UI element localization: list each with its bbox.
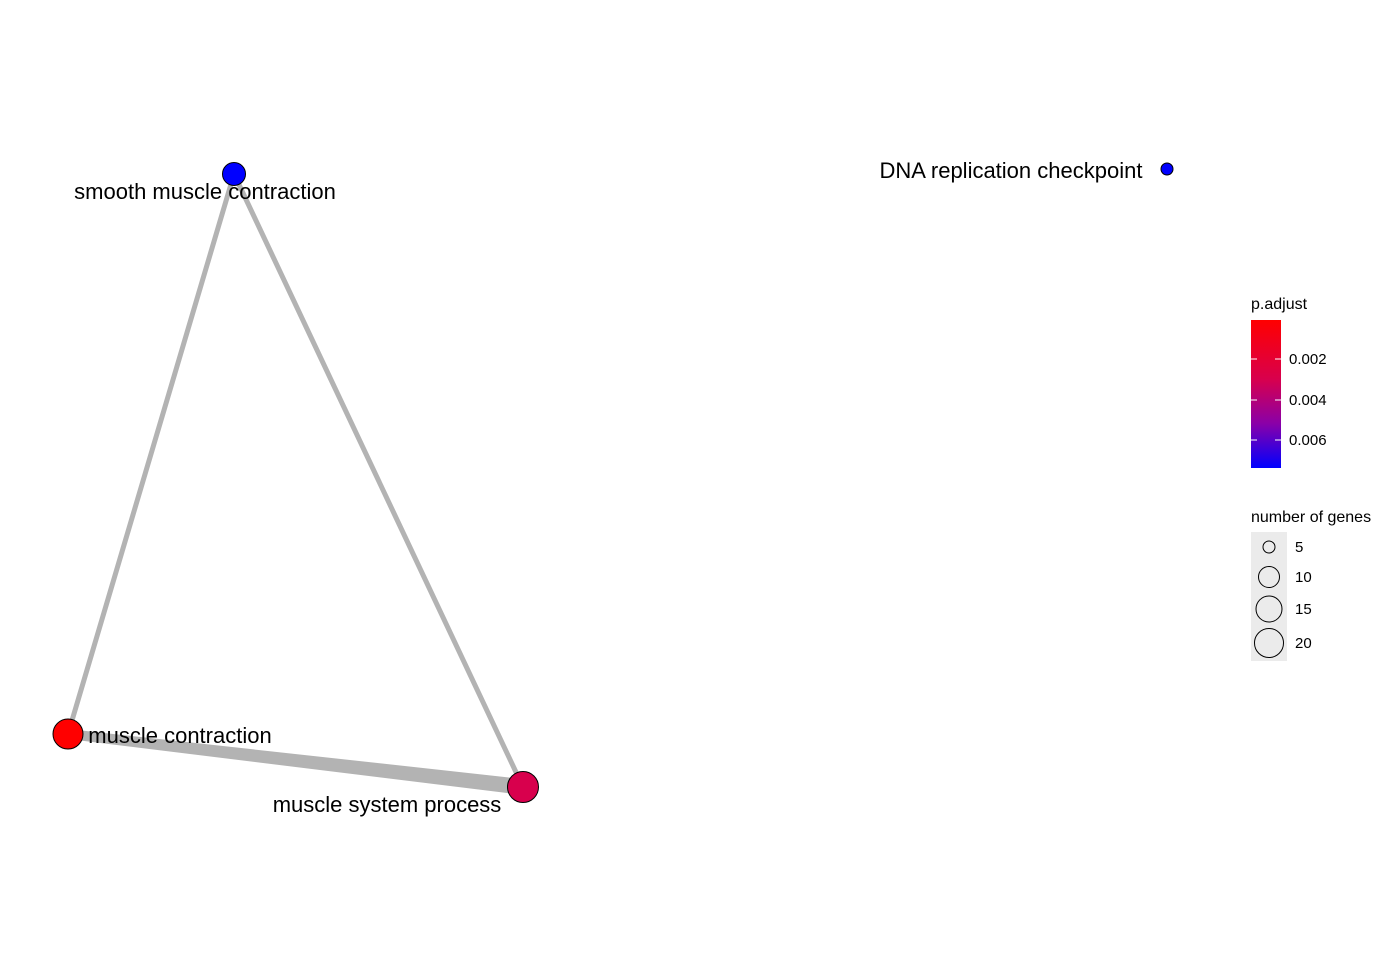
node-muscle-system-process[interactable] [507, 771, 539, 803]
p-adjust-colorbar [1251, 320, 1281, 468]
node-label-dna-replication-checkpoint: DNA replication checkpoint [880, 158, 1143, 183]
node-label-muscle-contraction: muscle contraction [88, 723, 271, 748]
nodes-layer [52, 162, 1174, 803]
size-key-label: 15 [1295, 601, 1312, 618]
edge-muscle-contraction-to-muscle-system-process [68, 729, 523, 795]
p-adjust-legend: p.adjust 0.002 0.004 0.006 [1251, 296, 1327, 468]
size-key-label: 10 [1295, 569, 1312, 586]
size-key-label: 5 [1295, 539, 1303, 556]
size-key-circle [1255, 595, 1283, 623]
size-key-circle [1254, 628, 1284, 658]
number-of-genes-legend-title: number of genes [1251, 509, 1371, 526]
size-key-label: 20 [1295, 635, 1312, 652]
node-label-smooth-muscle-contraction: smooth muscle contraction [74, 179, 336, 204]
p-adjust-tick-label: 0.006 [1289, 432, 1327, 449]
node-label-muscle-system-process: muscle system process [273, 792, 502, 817]
size-key-circle [1262, 540, 1276, 554]
size-key-circle [1258, 566, 1280, 588]
node-muscle-contraction[interactable] [52, 718, 84, 750]
p-adjust-tick-label: 0.004 [1289, 392, 1327, 409]
edge-smooth-to-muscle-system-process [231, 171, 526, 790]
p-adjust-legend-title: p.adjust [1251, 296, 1308, 313]
p-adjust-tick-label: 0.002 [1289, 351, 1327, 368]
labels-layer: smooth muscle contraction muscle contrac… [74, 158, 1142, 817]
edges-layer [65, 171, 526, 795]
node-dna-replication-checkpoint[interactable] [1160, 162, 1174, 176]
node-smooth-muscle-contraction[interactable] [222, 162, 246, 186]
edge-smooth-to-muscle-contraction [65, 171, 237, 737]
number-of-genes-legend: number of genes 5 10 15 20 [1251, 509, 1371, 661]
